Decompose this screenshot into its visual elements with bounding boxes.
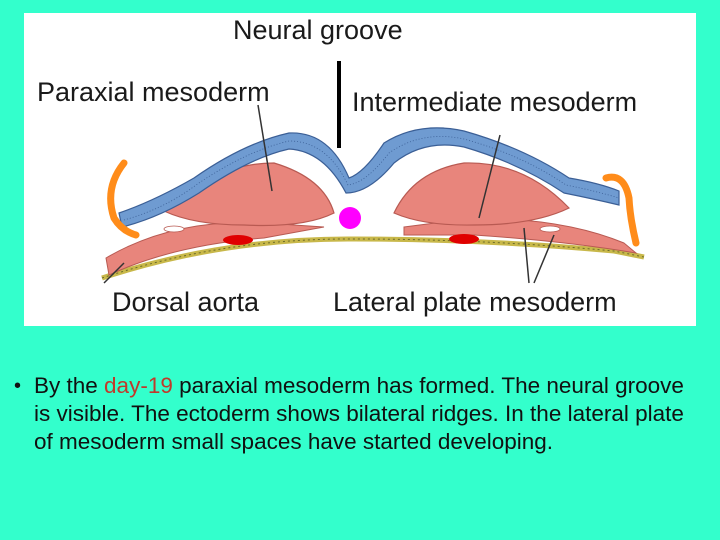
coelomic-space-right [539, 225, 561, 233]
dorsal-aorta-left [223, 235, 253, 245]
label-neural-groove: Neural groove [233, 15, 403, 45]
bullet-text: By the day-19 paraxial mesoderm has form… [34, 372, 699, 456]
bullet-text-rest: paraxial mesoderm has formed. The neural… [34, 373, 684, 454]
ectoderm-layer [118, 127, 620, 228]
label-lateral-plate-mesoderm: Lateral plate mesoderm [333, 287, 617, 317]
dorsal-aorta-right [449, 234, 479, 244]
dorsal-aorta-pointer [103, 262, 125, 284]
paraxial-pointer [257, 104, 273, 192]
intermediate-pointer [478, 134, 501, 219]
coelomic-space-left [163, 225, 185, 233]
lateral-plate-left [105, 221, 325, 276]
label-intermediate-mesoderm: Intermediate mesoderm [352, 87, 638, 117]
bullet-highlight-day: day-19 [104, 373, 173, 398]
ectoderm-ridge-right [602, 173, 640, 247]
embryo-cross-section [101, 61, 645, 284]
notochord [339, 207, 361, 229]
ectoderm-ridge-left [107, 159, 140, 239]
bullet-marker: • [14, 375, 22, 397]
label-dorsal-aorta: Dorsal aorta [112, 287, 260, 317]
bullet-text-start: By the [34, 373, 105, 398]
lateral-plate-pointer-1 [523, 227, 530, 284]
paraxial-mesoderm-right [393, 162, 571, 226]
label-paraxial-mesoderm: Paraxial mesoderm [37, 77, 270, 107]
diagram-panel: Neural groove Paraxial mesoderm Intermed… [24, 13, 696, 326]
lateral-plate-pointer-2 [533, 234, 555, 284]
